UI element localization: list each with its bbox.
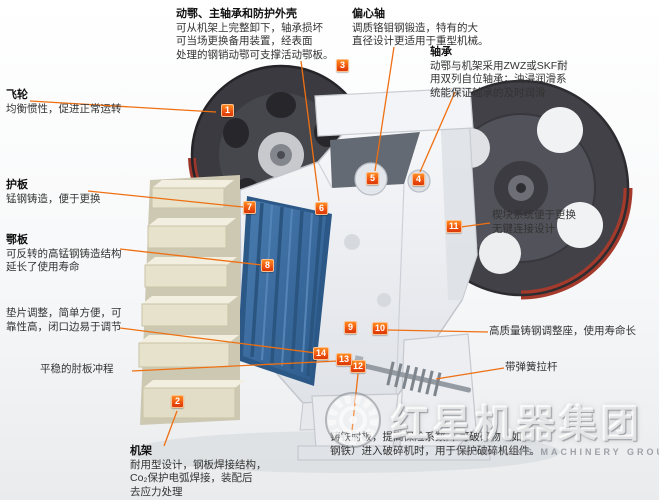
callout-shim-adjust: 垫片调整，简单方便，可 靠性高，闭口边易于调节 — [6, 307, 156, 335]
marker-6: 6 — [315, 202, 328, 215]
marker-9: 9 — [344, 321, 357, 334]
callout-frame: 机架 耐用型设计，钢板焊接结构， Co₂保护电弧焊接，装配后 去应力处理 — [130, 444, 325, 500]
callout-toggle-stroke-desc: 平稳的肘板冲程 — [40, 363, 114, 375]
callout-frame-desc: 耐用型设计，钢板焊接结构， Co₂保护电弧焊接，装配后 去应力处理 — [130, 458, 267, 499]
marker-5: 5 — [366, 172, 379, 185]
callout-frame-title: 机架 — [130, 445, 152, 457]
marker-4: 4 — [412, 173, 425, 186]
callout-movable-jaw-desc: 可从机架上完整卸下，轴承损坏 可当场更换备用装置，经表面 处理的钢销动鄂可支撑活… — [176, 21, 334, 62]
callout-eccentric-shaft: 偏心轴 调质铬钼钢锻造，特有的大 直径设计更适用于重型机械。 — [352, 7, 532, 49]
marker-13: 13 — [336, 353, 353, 366]
callout-eccentric-shaft-desc: 调质铬钼钢锻造，特有的大 直径设计更适用于重型机械。 — [352, 21, 489, 48]
callout-toggle-plate: 铸铁肘板，提高保险系数,不可破碎物（如 钢铁）进入破碎机时，用于保护破碎机组件。 — [330, 431, 590, 459]
callout-bearing-desc: 动鄂与机架采用ZWZ或SKF耐 用双列自位轴承；油浸润滑系 统能保证轴承的及时润… — [430, 59, 568, 100]
callout-flywheel-title: 飞轮 — [6, 89, 28, 101]
callout-adjust-seat: 高质量铸钢调整座，使用寿命长 — [489, 325, 659, 339]
callout-spring-rod-desc: 带弹簧拉杆 — [505, 361, 558, 373]
marker-1: 1 — [221, 104, 234, 117]
liner-stack-shape — [138, 175, 245, 425]
callout-movable-jaw: 动鄂、主轴承和防护外壳 可从机架上完整卸下，轴承损坏 可当场更换备用装置，经表面… — [176, 7, 391, 63]
callout-flywheel-desc: 均衡惯性，促进正常运转 — [6, 102, 122, 115]
callout-bearing-title: 轴承 — [430, 46, 452, 58]
callout-wedge: 楔块系统便于更换 无键连接设计 — [492, 209, 632, 237]
callout-bearing: 轴承 动鄂与机架采用ZWZ或SKF耐 用双列自位轴承；油浸润滑系 统能保证轴承的… — [430, 45, 630, 101]
callout-eccentric-shaft-title: 偏心轴 — [352, 8, 385, 20]
callout-jaw-plate-desc: 可反转的高锰钢铸造结构 延长了使用寿命 — [6, 247, 122, 274]
callout-wedge-desc: 楔块系统便于更换 无键连接设计 — [492, 209, 576, 235]
marker-7: 7 — [243, 201, 256, 214]
marker-12: 12 — [350, 360, 367, 373]
callout-jaw-plate: 鄂板 可反转的高锰钢铸造结构 延长了使用寿命 — [6, 233, 171, 275]
callout-guard-plate-title: 护板 — [6, 179, 28, 191]
callout-spring-rod: 带弹簧拉杆 — [505, 361, 605, 375]
callout-jaw-plate-title: 鄂板 — [6, 234, 28, 246]
callout-adjust-seat-desc: 高质量铸钢调整座，使用寿命长 — [489, 325, 636, 337]
marker-10: 10 — [372, 322, 389, 335]
spring-rod-shape — [351, 355, 471, 397]
callout-toggle-plate-desc: 铸铁肘板，提高保险系数,不可破碎物（如 钢铁）进入破碎机时，用于保护破碎机组件。 — [330, 431, 540, 457]
callout-guard-plate: 护板 锰钢铸造，便于更换 — [6, 178, 146, 206]
callout-flywheel: 飞轮 均衡惯性，促进正常运转 — [6, 88, 156, 116]
callout-guard-plate-desc: 锰钢铸造，便于更换 — [6, 192, 101, 205]
callout-movable-jaw-title: 动鄂、主轴承和防护外壳 — [176, 8, 297, 20]
jaw-plate-shape — [237, 196, 332, 386]
callout-toggle-stroke: 平稳的肘板冲程 — [40, 363, 160, 377]
marker-8: 8 — [261, 259, 274, 272]
marker-2: 2 — [171, 395, 184, 408]
callout-shim-adjust-desc: 垫片调整，简单方便，可 靠性高，闭口边易于调节 — [6, 307, 122, 333]
marker-14: 14 — [313, 347, 330, 360]
marker-11: 11 — [446, 220, 462, 233]
marker-3: 3 — [336, 59, 349, 72]
